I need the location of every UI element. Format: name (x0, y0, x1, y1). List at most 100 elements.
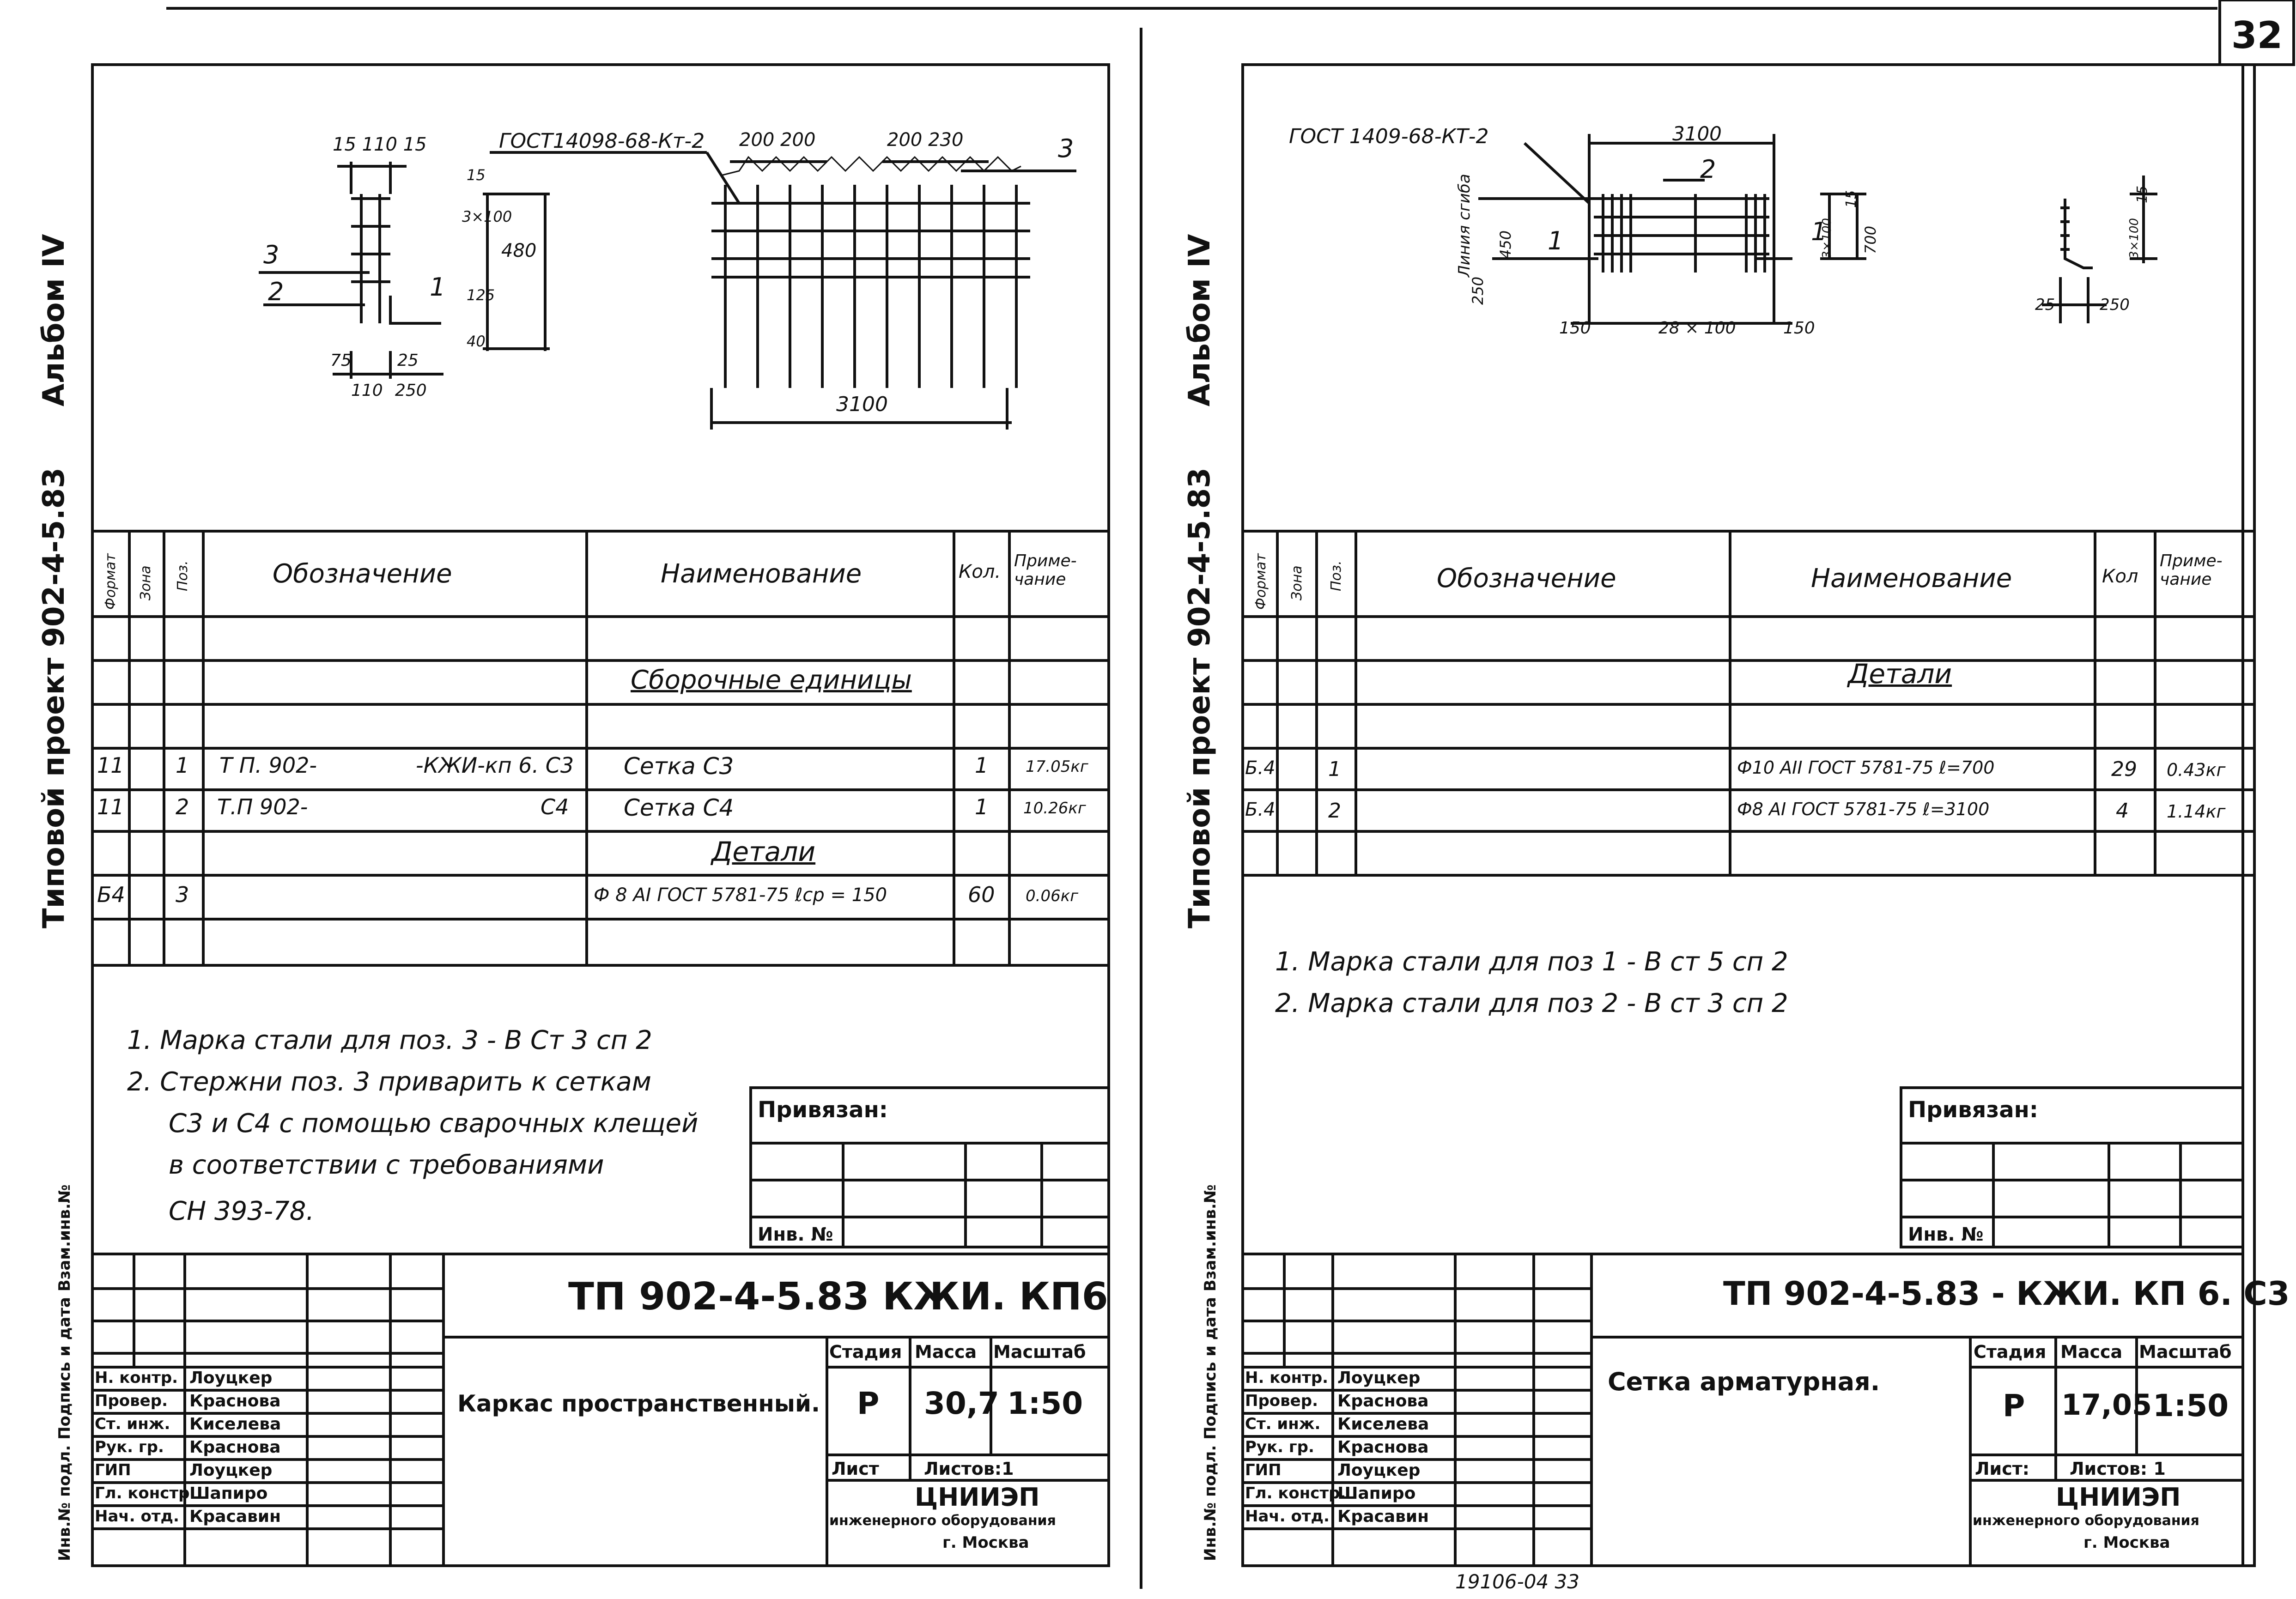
dim-label: 3×100 (462, 208, 512, 225)
title-name: Сетка арматурная. (1608, 1367, 1880, 1396)
position-label: 1 (430, 273, 446, 302)
position-label: 2 (268, 277, 284, 306)
dim-label: 450 (1497, 230, 1514, 259)
stage-label: Стадия (829, 1342, 902, 1362)
signer-role: Провер. (1245, 1392, 1318, 1410)
table-cell: Ф10 АII ГОСТ 5781-75 ℓ=700 (1737, 757, 1995, 778)
signer-name: Лоуцкер (1337, 1461, 1421, 1480)
dim-label: 3100 (1672, 122, 1722, 145)
col-note-header: Приме-чание (1014, 551, 1077, 589)
dim-label: 15 (2134, 185, 2150, 203)
dim-label: 250 (395, 381, 427, 400)
album-label-right: Альбом IV (1183, 234, 1217, 406)
note-line: С3 и С4 с помощью сварочных клещей (169, 1108, 699, 1139)
table-cell: 17.05кг (1026, 757, 1088, 776)
signer-role: Нач. отд. (95, 1507, 179, 1526)
position-label: 3 (1058, 134, 1074, 163)
table-cell: 1 (1328, 757, 1341, 781)
mass-label: Масса (915, 1342, 977, 1362)
dim-label: 480 (501, 240, 537, 261)
dim-label: 3×100 (2127, 218, 2141, 259)
signer-name: Краснова (189, 1392, 281, 1411)
table-cell: Т.П 902- (217, 794, 308, 819)
sheets-label: Листов:1 (924, 1459, 1014, 1479)
col-pos-header: Поз. (1328, 560, 1344, 591)
table-cell: 1 (176, 753, 189, 778)
mass-value: 30,7 (924, 1386, 999, 1421)
stamp-strip-right: Инв.№ подл. Подпись и дата Взам.инв.№ (1201, 1184, 1220, 1561)
signer-name: Киселева (189, 1415, 281, 1434)
table-cell: Т П. 902- (219, 753, 317, 778)
signer-role: Гл. констр. (95, 1484, 196, 1502)
scale-value: 1:50 (1007, 1386, 1083, 1421)
signer-name: Краснова (189, 1438, 281, 1457)
table-cell: 2 (176, 794, 189, 819)
dim-label: 200 200 (739, 129, 816, 151)
dim-label: 15 (1843, 190, 1859, 208)
section-label: Детали (711, 836, 816, 867)
dim-label: 700 (1862, 225, 1879, 254)
table-cell: Б4 (97, 882, 125, 907)
org-name: ЦНИИЭП (2056, 1483, 2181, 1512)
signer-role: Гл. констр. (1245, 1484, 1346, 1502)
table-cell: Сетка С4 (624, 794, 734, 821)
album-label: Альбом IV (37, 234, 71, 406)
note-line: 2. Марка стали для поз 2 - В ст 3 сп 2 (1275, 988, 1788, 1018)
signer-name: Краснова (1337, 1392, 1429, 1411)
bend-line-label: Линия сгиба (1455, 174, 1474, 277)
project-label: Типовой проект 902-4-5.83 (37, 467, 71, 928)
dim-label: 75 (330, 351, 352, 370)
table-cell: 29 (2111, 757, 2137, 781)
dim-label: 40 (467, 333, 486, 350)
stage-value: Р (2003, 1388, 2025, 1423)
org-city: г. Москва (942, 1533, 1029, 1552)
position-label: 1 (1548, 226, 1564, 255)
table-cell: Ф 8 АI ГОСТ 5781-75 ℓср = 150 (594, 884, 887, 906)
col-designation-header: Обозначение (1437, 563, 1616, 594)
stage-value: Р (857, 1386, 880, 1421)
dim-label: 150 (1559, 319, 1591, 338)
col-format-header: Формат (1253, 553, 1269, 610)
position-label: 3 (263, 240, 279, 269)
table-cell: 4 (2116, 799, 2129, 823)
table-cell: 10.26кг (1023, 799, 1086, 818)
note-line: в соответствии с требованиями (169, 1150, 604, 1180)
scale-value: 1:50 (2153, 1388, 2229, 1423)
table-cell: Ф8 АI ГОСТ 5781-75 ℓ=3100 (1737, 799, 1990, 819)
frame-side-view (259, 162, 550, 379)
dim-label: 150 (1783, 319, 1815, 338)
col-name-header: Наименование (1811, 563, 2012, 594)
signer-name: Красавин (189, 1507, 281, 1526)
dim-label: 15 110 15 (333, 134, 427, 155)
table-cell: 0.43кг (2167, 760, 2226, 780)
dim-label: 200 230 (887, 129, 964, 151)
sheets-label: Листов: 1 (2070, 1459, 2166, 1479)
signer-role: Н. контр. (95, 1369, 178, 1387)
stage-label: Стадия (1974, 1342, 2047, 1362)
frame-plan-view (490, 151, 1076, 430)
table-cell: 11 (97, 794, 124, 819)
signer-name: Лоуцкер (189, 1461, 273, 1480)
sheet-label: Лист (832, 1459, 879, 1479)
signer-role: ГИП (95, 1461, 131, 1479)
note-line: СН 393-78. (169, 1196, 315, 1226)
org-city: г. Москва (2083, 1533, 2170, 1552)
signer-name: Красавин (1337, 1507, 1429, 1526)
signer-role: Ст. инж. (1245, 1415, 1321, 1433)
mass-value: 17,05 (2061, 1388, 2152, 1422)
table-cell: 1 (975, 794, 989, 819)
gost-label-left: ГОСТ14098-68-Кт-2 (499, 129, 705, 153)
note-line: 1. Марка стали для поз 1 - В ст 5 сп 2 (1275, 947, 1788, 977)
signer-name: Шапиро (189, 1484, 268, 1503)
table-cell: 3 (176, 882, 189, 907)
table-cell: 60 (968, 882, 995, 907)
mesh-plan-view (1478, 134, 2157, 325)
note-line: 1. Марка стали для поз. 3 - В Ст 3 сп 2 (127, 1025, 652, 1055)
section-label: Сборочные единицы (631, 665, 912, 695)
table-cell: Б.4 (1245, 757, 1276, 779)
signer-role: ГИП (1245, 1461, 1282, 1479)
signer-name: Шапиро (1337, 1484, 1416, 1503)
col-qty-header: Кол. (959, 561, 1001, 582)
table-cell: С4 (541, 794, 569, 819)
